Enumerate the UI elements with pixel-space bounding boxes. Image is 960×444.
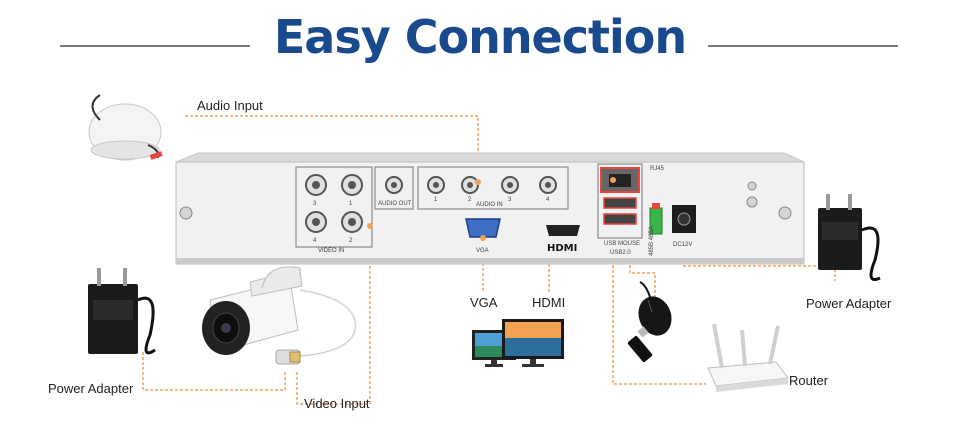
audio-number: 4	[546, 197, 550, 203]
title-rule-right	[708, 45, 898, 47]
audio-number: 3	[508, 197, 512, 203]
router-icon	[707, 323, 789, 392]
power-adapter-icon	[818, 194, 881, 281]
audio-in-block	[417, 166, 569, 210]
hdmi-logo: HDMI	[547, 243, 577, 254]
screw-icon	[778, 206, 792, 220]
video-in-block	[295, 166, 373, 248]
dvr-rear-panel: 3 1 4 2 VIDEO IN AUDIO OUT 1 2 3 4 AUDIO…	[175, 152, 805, 265]
router-label: Router	[789, 373, 829, 388]
monitor-icon	[502, 319, 564, 367]
usb-port-icon	[603, 213, 637, 225]
hdmi-port-icon	[546, 225, 580, 236]
audio-number: 2	[468, 197, 472, 203]
usb-port-icon	[603, 197, 637, 209]
title-rule-left	[60, 45, 250, 47]
power-adapter-right-label: Power Adapter	[806, 296, 892, 311]
hdmi-output-label: HDMI	[532, 295, 566, 310]
usb-stick-icon	[627, 326, 653, 362]
bnc-number: 1	[349, 201, 353, 207]
page-title: Easy Connection	[273, 10, 687, 64]
wire-power-left	[142, 352, 286, 391]
mouse-icon	[638, 281, 672, 336]
rj45-label: RJ45	[650, 166, 665, 172]
audio-in-label: AUDIO IN	[476, 202, 503, 208]
power-adapter-icon	[88, 268, 156, 355]
dc12v-label: DC12V	[673, 242, 692, 248]
vga-output-label: VGA	[470, 295, 498, 310]
network-usb-block	[597, 163, 643, 239]
audio-input-label: Audio Input	[197, 98, 263, 113]
vga-port-icon	[465, 218, 501, 238]
wire-video-input	[296, 226, 371, 405]
bnc-video-ports	[305, 174, 373, 233]
bnc-number: 3	[313, 201, 317, 207]
bnc-number: 2	[349, 238, 353, 244]
audio-out-block	[374, 166, 414, 210]
video-input-label: Video Input	[304, 396, 370, 411]
audio-number: 1	[434, 197, 438, 203]
screw-icon	[746, 196, 758, 208]
microphone-icon	[88, 94, 163, 161]
vga-port-label: VGA	[476, 248, 489, 254]
camera-icon	[202, 266, 358, 365]
power-adapter-left-label: Power Adapter	[48, 381, 134, 396]
audio-in-jacks	[427, 176, 557, 194]
screw-icon	[179, 206, 193, 220]
bnc-number: 4	[313, 238, 317, 244]
rs485-label: 485B 485A	[649, 226, 655, 256]
audio-out-label: AUDIO OUT	[378, 201, 412, 207]
usb-mouse-label: USB MOUSE	[604, 241, 640, 247]
ground-screw-icon	[747, 181, 757, 191]
video-in-label: VIDEO IN	[318, 248, 344, 254]
usb2-label: USB2.0	[610, 250, 631, 256]
